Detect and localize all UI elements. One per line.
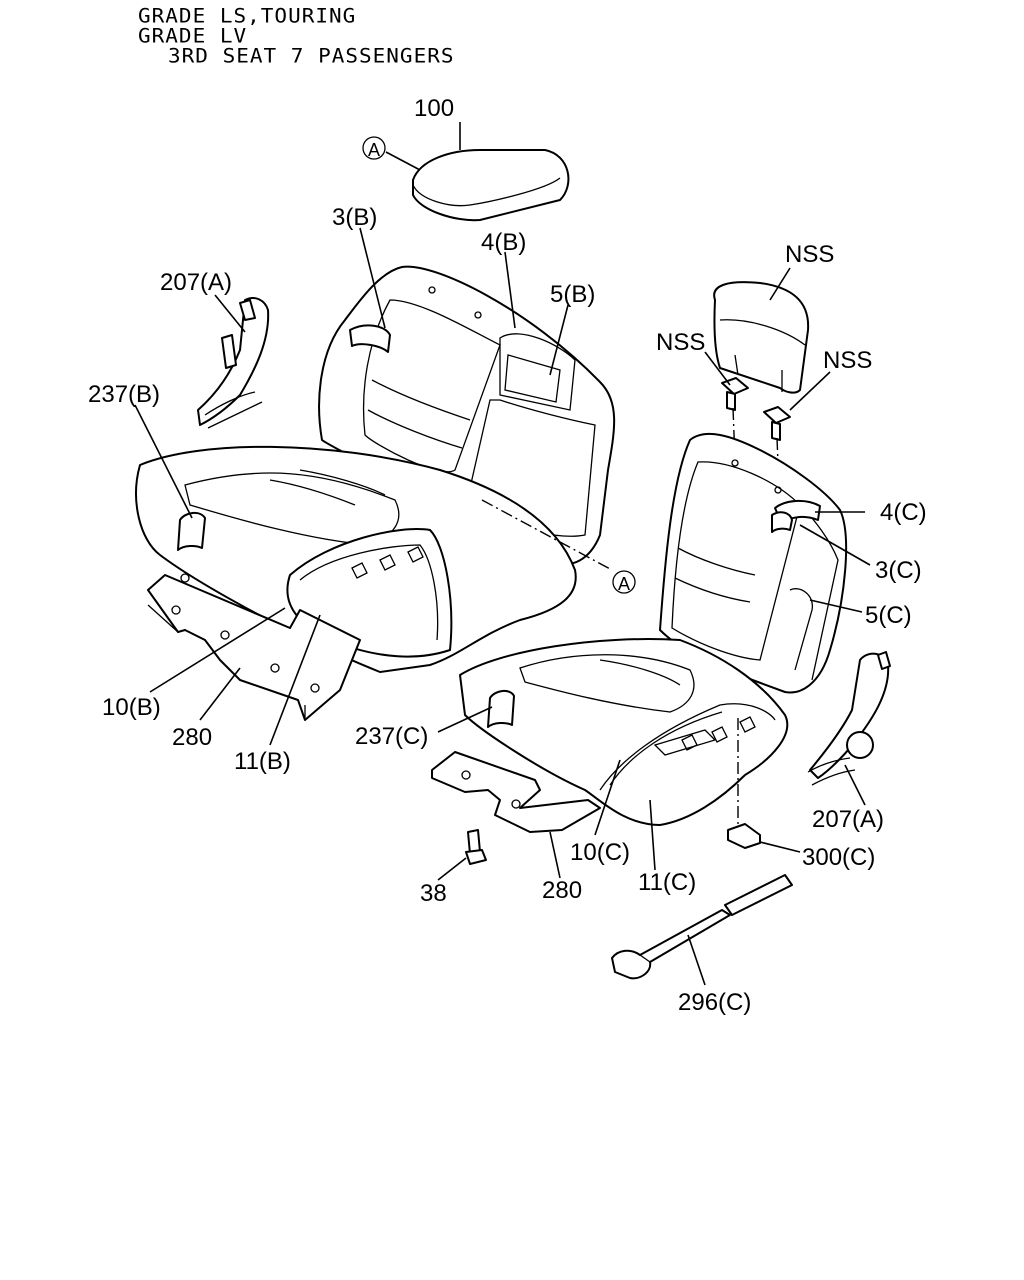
right-seat-cushion — [459, 638, 789, 826]
callout-nss-headrest: NSS — [785, 241, 834, 268]
callout-207a-right: 207(A) — [812, 806, 884, 833]
callout-nss-left-guide: NSS — [656, 329, 705, 356]
callout-3b: 3(B) — [332, 204, 377, 231]
callout-5b: 5(B) — [550, 281, 595, 308]
callout-10c: 10(C) — [570, 839, 630, 866]
callout-280-left: 280 — [172, 724, 212, 751]
callout-300c: 300(C) — [802, 844, 875, 871]
clip-part-300 — [727, 823, 761, 849]
left-seatbelt-buckle — [197, 297, 270, 429]
callout-280-right: 280 — [542, 877, 582, 904]
strap-part-296 — [611, 909, 731, 980]
callout-38: 38 — [420, 880, 447, 907]
right-seat-assembly — [431, 281, 891, 980]
reference-a-top: A — [368, 140, 380, 160]
armrest-part-100 — [412, 149, 570, 222]
callout-3c: 3(C) — [875, 557, 922, 584]
callout-296c: 296(C) — [678, 989, 751, 1016]
callout-11c: 11(C) — [638, 869, 696, 896]
callout-207a-left: 207(A) — [160, 269, 232, 296]
header-grade-line-1: GRADE LS,TOURING — [138, 4, 357, 28]
callout-4c: 4(C) — [880, 499, 927, 526]
callout-11b: 11(B) — [234, 748, 291, 775]
callout-237c: 237(C) — [355, 723, 428, 750]
reference-circle-a-bottom — [612, 570, 636, 594]
callout-nss-right-guide: NSS — [823, 347, 872, 374]
left-seat-frame — [147, 574, 361, 721]
callout-4b: 4(B) — [481, 229, 526, 256]
header-grade-line-2: GRADE LV — [138, 24, 248, 48]
right-seat-back — [659, 432, 848, 694]
headrest — [713, 281, 810, 394]
callout-5c: 5(C) — [865, 602, 912, 629]
callout-237b: 237(B) — [88, 381, 160, 408]
callout-100: 100 — [414, 95, 454, 122]
left-seat-assembly — [135, 265, 616, 721]
leader-lines — [134, 122, 871, 986]
reference-a-bottom: A — [618, 574, 630, 594]
header-seat-line: 3RD SEAT 7 PASSENGERS — [168, 44, 455, 68]
right-seat-frame — [431, 751, 601, 833]
callout-10b: 10(B) — [102, 694, 161, 721]
reference-circle-a-top — [362, 136, 386, 160]
